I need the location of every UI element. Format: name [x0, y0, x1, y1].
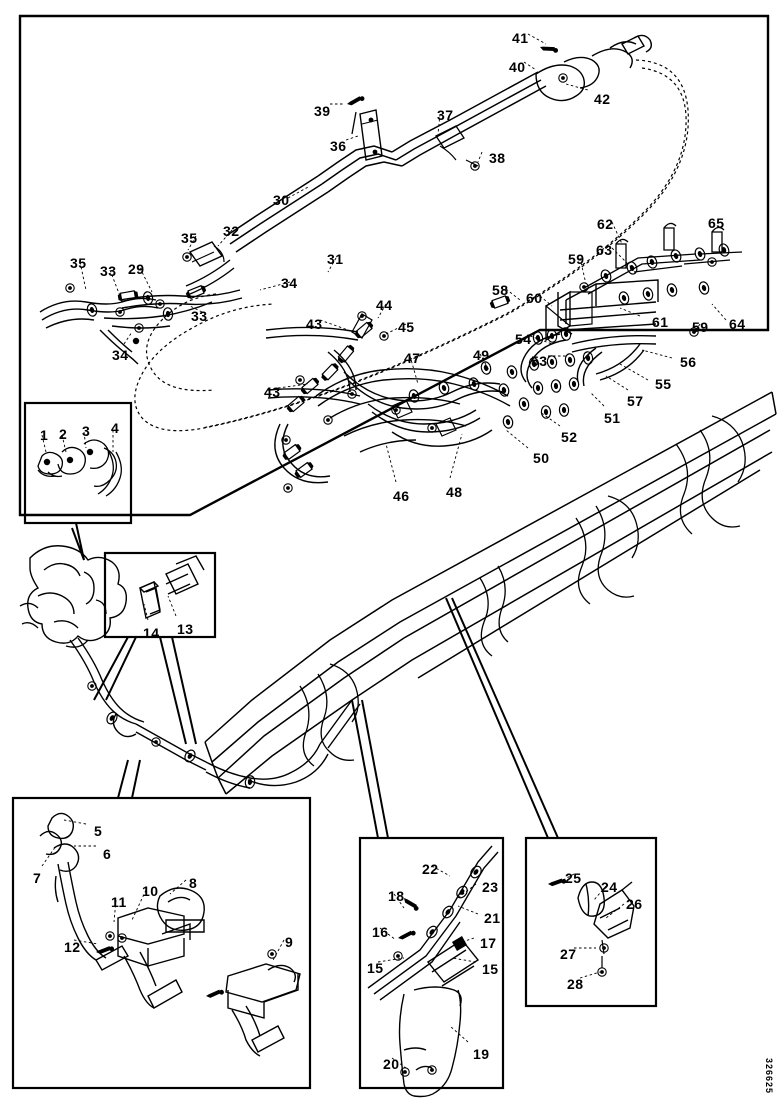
- fuel-hose-loop: [134, 59, 689, 432]
- leader-lines: [41, 33, 727, 1069]
- callout-number: 36: [330, 138, 347, 154]
- left-bundle-clamps: [65, 283, 208, 345]
- callout-number: 16: [372, 924, 389, 940]
- callout-number: 59: [692, 319, 709, 335]
- callout-number: 44: [376, 297, 393, 313]
- callout-number: 45: [398, 319, 415, 335]
- callout-number: 12: [64, 939, 81, 955]
- callout-number: 59: [568, 251, 585, 267]
- callout-number: 31: [327, 251, 344, 267]
- hose-end-assembly-top: [535, 34, 653, 102]
- engine-assembly: [19, 545, 128, 648]
- callout-number: 9: [285, 934, 294, 950]
- callout-number: 34: [112, 347, 129, 363]
- inset-box-15-23: [351, 699, 505, 1098]
- main-detail-frame: [18, 14, 770, 517]
- callout-number: 15: [482, 961, 499, 977]
- callout-number: 21: [484, 910, 501, 926]
- callout-number: 28: [567, 976, 584, 992]
- chassis-crossmembers: [299, 415, 746, 767]
- callout-number: 37: [437, 107, 454, 123]
- callout-number: 48: [446, 484, 463, 500]
- callout-number: 14: [143, 625, 160, 641]
- callout-number: 2: [59, 426, 68, 442]
- callout-number: 43: [264, 384, 281, 400]
- callout-number: 43: [306, 316, 323, 332]
- callout-number: 30: [273, 192, 290, 208]
- callout-number: 34: [281, 275, 298, 291]
- callout-number: 49: [473, 347, 490, 363]
- callout-number: 10: [142, 883, 159, 899]
- callout-number: 7: [33, 870, 42, 886]
- reference-code: 326625: [764, 1057, 774, 1094]
- callout-number: 11: [111, 894, 127, 910]
- inset-box-13-14: [93, 551, 217, 745]
- right-injector-rail: [520, 279, 659, 389]
- callout-number: 41: [512, 30, 529, 46]
- valve-block-60: [488, 290, 595, 420]
- callout-number: 6: [103, 846, 112, 862]
- callout-number: 24: [601, 879, 618, 895]
- callout-number: 38: [489, 150, 506, 166]
- callout-number: 15: [367, 960, 384, 976]
- callout-number: 33: [191, 308, 208, 324]
- manifold-fittings: [280, 311, 531, 493]
- callout-number: 42: [594, 91, 611, 107]
- callout-number: 39: [314, 103, 331, 119]
- callout-number: 51: [604, 410, 621, 426]
- callout-number: 64: [729, 316, 746, 332]
- callout-number: 57: [627, 393, 644, 409]
- callout-number: 4: [111, 420, 120, 436]
- upper-pipe-pair: [225, 71, 547, 253]
- injector-row-top: [579, 222, 743, 337]
- callout-number: 53: [531, 353, 548, 369]
- lower-pipe-run: [69, 637, 361, 789]
- callout-number: 54: [515, 331, 532, 347]
- callout-number: 52: [561, 429, 578, 445]
- callout-number: 23: [482, 879, 499, 895]
- callout-number: 46: [393, 488, 410, 504]
- callout-number: 20: [383, 1056, 400, 1072]
- callout-number: 62: [597, 216, 614, 232]
- callout-number: 29: [128, 261, 145, 277]
- callout-number: 27: [560, 946, 577, 962]
- callout-number: 61: [652, 314, 669, 330]
- callout-number: 32: [223, 223, 240, 239]
- callout-number: 25: [565, 870, 582, 886]
- callout-number: 58: [492, 282, 509, 298]
- callout-number: 5: [94, 823, 103, 839]
- callout-number: 50: [533, 450, 550, 466]
- callout-number: 35: [181, 230, 198, 246]
- callout-number: 35: [70, 255, 87, 271]
- callout-number: 47: [404, 350, 421, 366]
- bracket-36: [346, 93, 383, 161]
- callout-number: 40: [509, 59, 526, 75]
- callout-number: 60: [526, 290, 543, 306]
- callout-number: 33: [100, 263, 117, 279]
- inset-box-5-12: [11, 759, 312, 1090]
- callout-number: 8: [189, 875, 198, 891]
- pipe-joint-37: [435, 125, 480, 171]
- callout-number: 65: [708, 215, 725, 231]
- callout-number: 1: [40, 427, 49, 443]
- callout-number: 63: [596, 242, 613, 258]
- chassis-rail: [204, 391, 777, 795]
- clip-32: [182, 241, 225, 267]
- left-pipe-bundle: [39, 259, 243, 365]
- callout-number: 26: [626, 896, 643, 912]
- callout-number: 3: [82, 423, 91, 439]
- callout-number: 19: [473, 1046, 490, 1062]
- inset-box-1-4: [23, 401, 133, 561]
- callout-number: 18: [388, 888, 405, 904]
- callout-number: 22: [422, 861, 439, 877]
- callout-number: 56: [680, 354, 697, 370]
- callout-number: 17: [480, 935, 497, 951]
- callout-number: 13: [177, 621, 194, 637]
- callout-number: 55: [655, 376, 672, 392]
- inset-box-24-28: [445, 597, 658, 1008]
